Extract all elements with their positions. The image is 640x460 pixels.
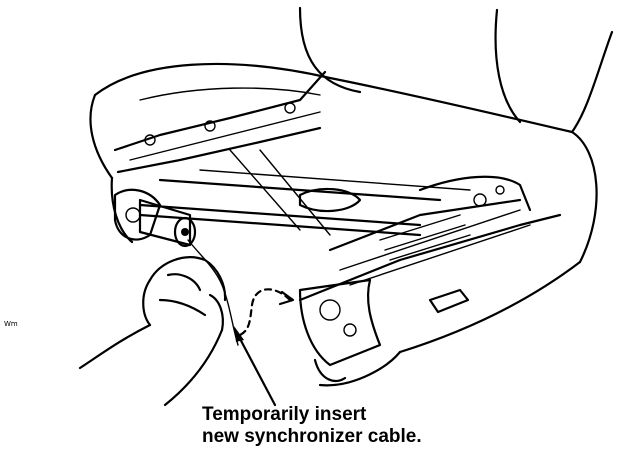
synchronizer-cable: [187, 239, 295, 346]
seat-cushion: [89, 62, 582, 387]
left-motor: [138, 198, 197, 248]
caption-line-1: Temporarily insert: [202, 404, 367, 425]
caption-line-2: new synchronizer cable.: [202, 426, 422, 447]
caption: Temporarily insert new synchronizer cabl…: [202, 404, 532, 448]
left-seat-rail: [113, 70, 327, 241]
corner-mark: Wm: [4, 320, 18, 328]
right-seat-rail: [298, 175, 562, 383]
cross-bars: [138, 149, 471, 237]
seat-back: [298, 6, 614, 264]
caption-leader: [234, 326, 277, 407]
hand: [78, 256, 227, 407]
